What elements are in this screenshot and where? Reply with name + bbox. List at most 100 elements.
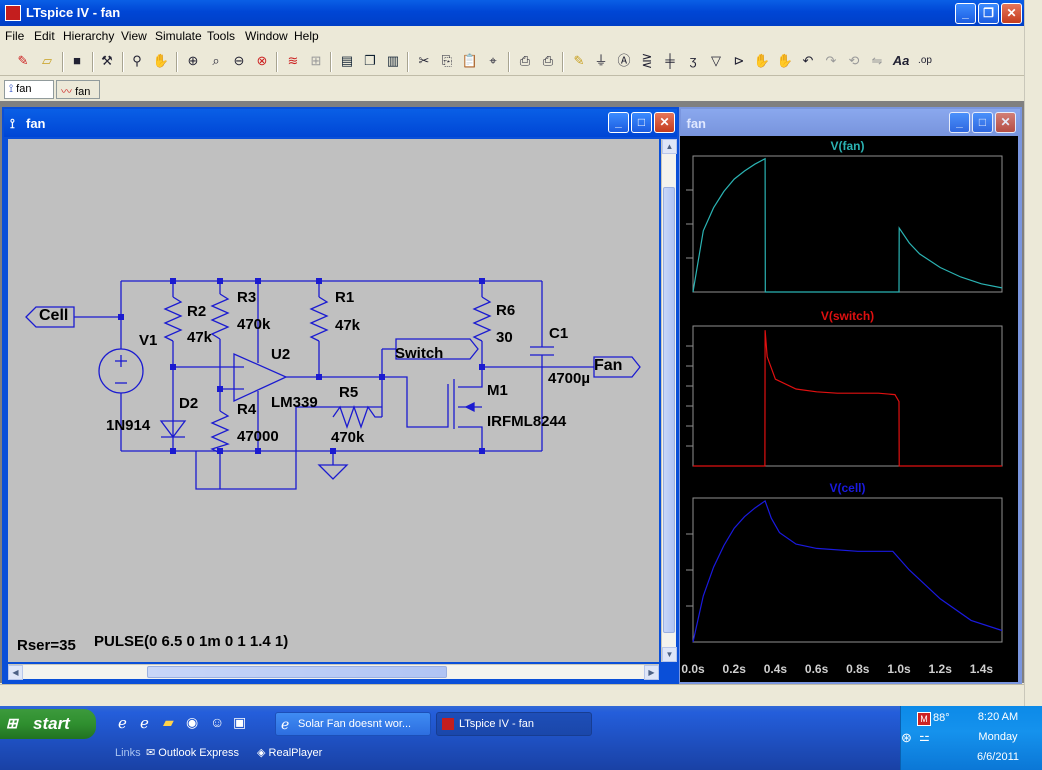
network-icon[interactable]: ⚍ [919, 730, 930, 744]
paste-icon[interactable]: 📋 [461, 53, 479, 68]
r6-value-label[interactable]: 30 [496, 329, 513, 346]
r6-ref-label[interactable]: R6 [496, 302, 516, 319]
v1-ref-label[interactable]: V1 [139, 332, 158, 349]
c1-ref-label[interactable]: C1 [549, 325, 569, 342]
text-icon[interactable]: Aa [892, 53, 910, 68]
clock-time[interactable]: 8:20 AM [977, 711, 1019, 723]
m1-part-label[interactable]: IRFML8244 [487, 413, 567, 430]
tile-horizontal-icon[interactable]: ▤ [340, 53, 354, 68]
app-title-bar[interactable]: LTspice IV - fan _ ❐ ✕ [0, 0, 1024, 26]
scroll-thumb[interactable] [147, 666, 447, 678]
schematic-horizontal-scrollbar[interactable]: ◀ ▶ [8, 664, 659, 680]
waveform-window-title-bar[interactable]: fan _ □ ✕ [681, 109, 1020, 137]
start-button[interactable]: ⊞ start [0, 709, 96, 739]
open-icon[interactable]: ▱ [42, 53, 52, 68]
drag-icon[interactable]: ✋ [776, 53, 794, 68]
net-label-switch[interactable]: Switch [395, 345, 444, 362]
paint-icon[interactable]: ▣ [233, 714, 247, 730]
r3-value-label[interactable]: 470k [237, 316, 271, 333]
print-preview-icon[interactable]: ⎙ [519, 53, 531, 68]
link-realplayer[interactable]: ◈ RealPlayer [257, 746, 322, 759]
undo-icon[interactable]: ↶ [802, 53, 814, 68]
copy-icon[interactable]: ⎘ [441, 53, 453, 68]
trace-line[interactable] [692, 499, 1003, 643]
resistor-icon[interactable]: ⋛ [641, 53, 653, 68]
diode-icon[interactable]: ▽ [711, 53, 721, 68]
trace-title[interactable]: V(switch) [821, 309, 874, 323]
net-label-cell[interactable]: Cell [39, 307, 69, 324]
r5-ref-label[interactable]: R5 [339, 384, 359, 401]
link-outlook-express[interactable]: ✉ Outlook Express [146, 746, 239, 759]
mirror-icon[interactable]: ⇋ [871, 53, 883, 68]
halt-icon[interactable]: ✋ [152, 53, 170, 68]
find-icon[interactable]: ⌖ [489, 53, 497, 68]
move-icon[interactable]: ✋ [753, 53, 771, 68]
ground-icon[interactable]: ⏚ [594, 53, 608, 68]
media-player-icon[interactable]: ◉ [186, 714, 199, 730]
new-schematic-icon[interactable]: ✎ [17, 53, 29, 68]
v1-pulse-label[interactable]: PULSE(0 6.5 0 1m 0 1 1.4 1) [94, 633, 289, 650]
save-icon[interactable]: ■ [73, 53, 81, 68]
zoom-fit-icon[interactable]: ⊗ [256, 53, 268, 68]
menu-help[interactable]: Help [294, 29, 319, 43]
menu-tools[interactable]: Tools [207, 29, 236, 43]
v1-rser-label[interactable]: Rser=35 [17, 637, 76, 654]
maximize-button[interactable]: □ [972, 112, 993, 133]
r2-value-label[interactable]: 47k [187, 329, 213, 346]
schematic-window[interactable]: ⟟ fan _ □ ✕ [2, 107, 679, 684]
right-edge-scrollbar[interactable] [1024, 0, 1042, 706]
label-net-icon[interactable]: Ⓐ [617, 53, 631, 68]
d2-part-label[interactable]: 1N914 [106, 417, 151, 434]
u2-ref-label[interactable]: U2 [271, 346, 291, 363]
draw-wire-icon[interactable]: ✎ [573, 53, 585, 68]
zoom-in-icon[interactable]: ⊕ [187, 53, 199, 68]
r5-value-label[interactable]: 470k [331, 429, 365, 446]
trace-title[interactable]: V(cell) [829, 481, 865, 495]
close-button[interactable]: ✕ [995, 112, 1016, 133]
zoom-out-icon[interactable]: ⊖ [233, 53, 245, 68]
schematic-canvas[interactable]: Cell Switch Fan V1 R2 47k R3 470k R1 47k… [8, 139, 659, 662]
ie-icon[interactable]: ℯ [118, 715, 127, 732]
folder-icon[interactable]: ▰ [163, 714, 174, 730]
m1-ref-label[interactable]: M1 [487, 382, 508, 399]
r1-ref-label[interactable]: R1 [335, 289, 355, 306]
menu-simulate[interactable]: Simulate [155, 29, 202, 43]
trace-line[interactable] [693, 330, 1002, 467]
scroll-up-icon[interactable]: ▲ [662, 139, 677, 154]
menu-view[interactable]: View [121, 29, 147, 43]
scroll-left-icon[interactable]: ◀ [8, 665, 23, 680]
minimize-button[interactable]: _ [955, 3, 976, 24]
rotate-icon[interactable]: ⟲ [848, 53, 860, 68]
zoom-pan-icon[interactable]: ⌕ [212, 53, 220, 68]
d2-ref-label[interactable]: D2 [179, 395, 199, 412]
close-button[interactable]: ✕ [1001, 3, 1022, 24]
menu-hierarchy[interactable]: Hierarchy [63, 29, 115, 43]
spice-directive-icon[interactable]: .op [918, 55, 932, 66]
tab-schematic-fan[interactable]: ⟟ fan [4, 80, 54, 99]
grid-icon[interactable]: ⊞ [310, 53, 322, 68]
capacitor-icon[interactable]: ╪ [665, 53, 675, 68]
run-icon[interactable]: ⚲ [132, 53, 142, 68]
taskbar-button-ltspice[interactable]: LTspice IV - fan [436, 712, 592, 736]
close-button[interactable]: ✕ [654, 112, 675, 133]
maximize-button[interactable]: □ [631, 112, 652, 133]
minimize-button[interactable]: _ [949, 112, 970, 133]
net-label-fan[interactable]: Fan [594, 357, 623, 374]
c1-value-label[interactable]: 4700µ [548, 370, 591, 387]
scroll-down-icon[interactable]: ▼ [662, 647, 677, 662]
r4-value-label[interactable]: 47000 [237, 428, 279, 445]
schematic-vertical-scrollbar[interactable]: ▲ ▼ [661, 139, 677, 662]
print-icon[interactable]: ⎙ [542, 53, 554, 68]
messenger-icon[interactable]: ☺ [210, 714, 225, 730]
schematic-drawing[interactable] [8, 139, 659, 662]
redo-icon[interactable]: ↷ [825, 53, 837, 68]
scroll-thumb[interactable] [663, 187, 675, 633]
r2-ref-label[interactable]: R2 [187, 303, 207, 320]
taskbar-button-browser[interactable]: ℯ Solar Fan doesnt wor... [275, 712, 431, 736]
minimize-button[interactable]: _ [608, 112, 629, 133]
r1-value-label[interactable]: 47k [335, 317, 361, 334]
tab-waveform-fan[interactable]: 〰 fan [56, 80, 100, 99]
trace-title[interactable]: V(fan) [831, 139, 865, 153]
